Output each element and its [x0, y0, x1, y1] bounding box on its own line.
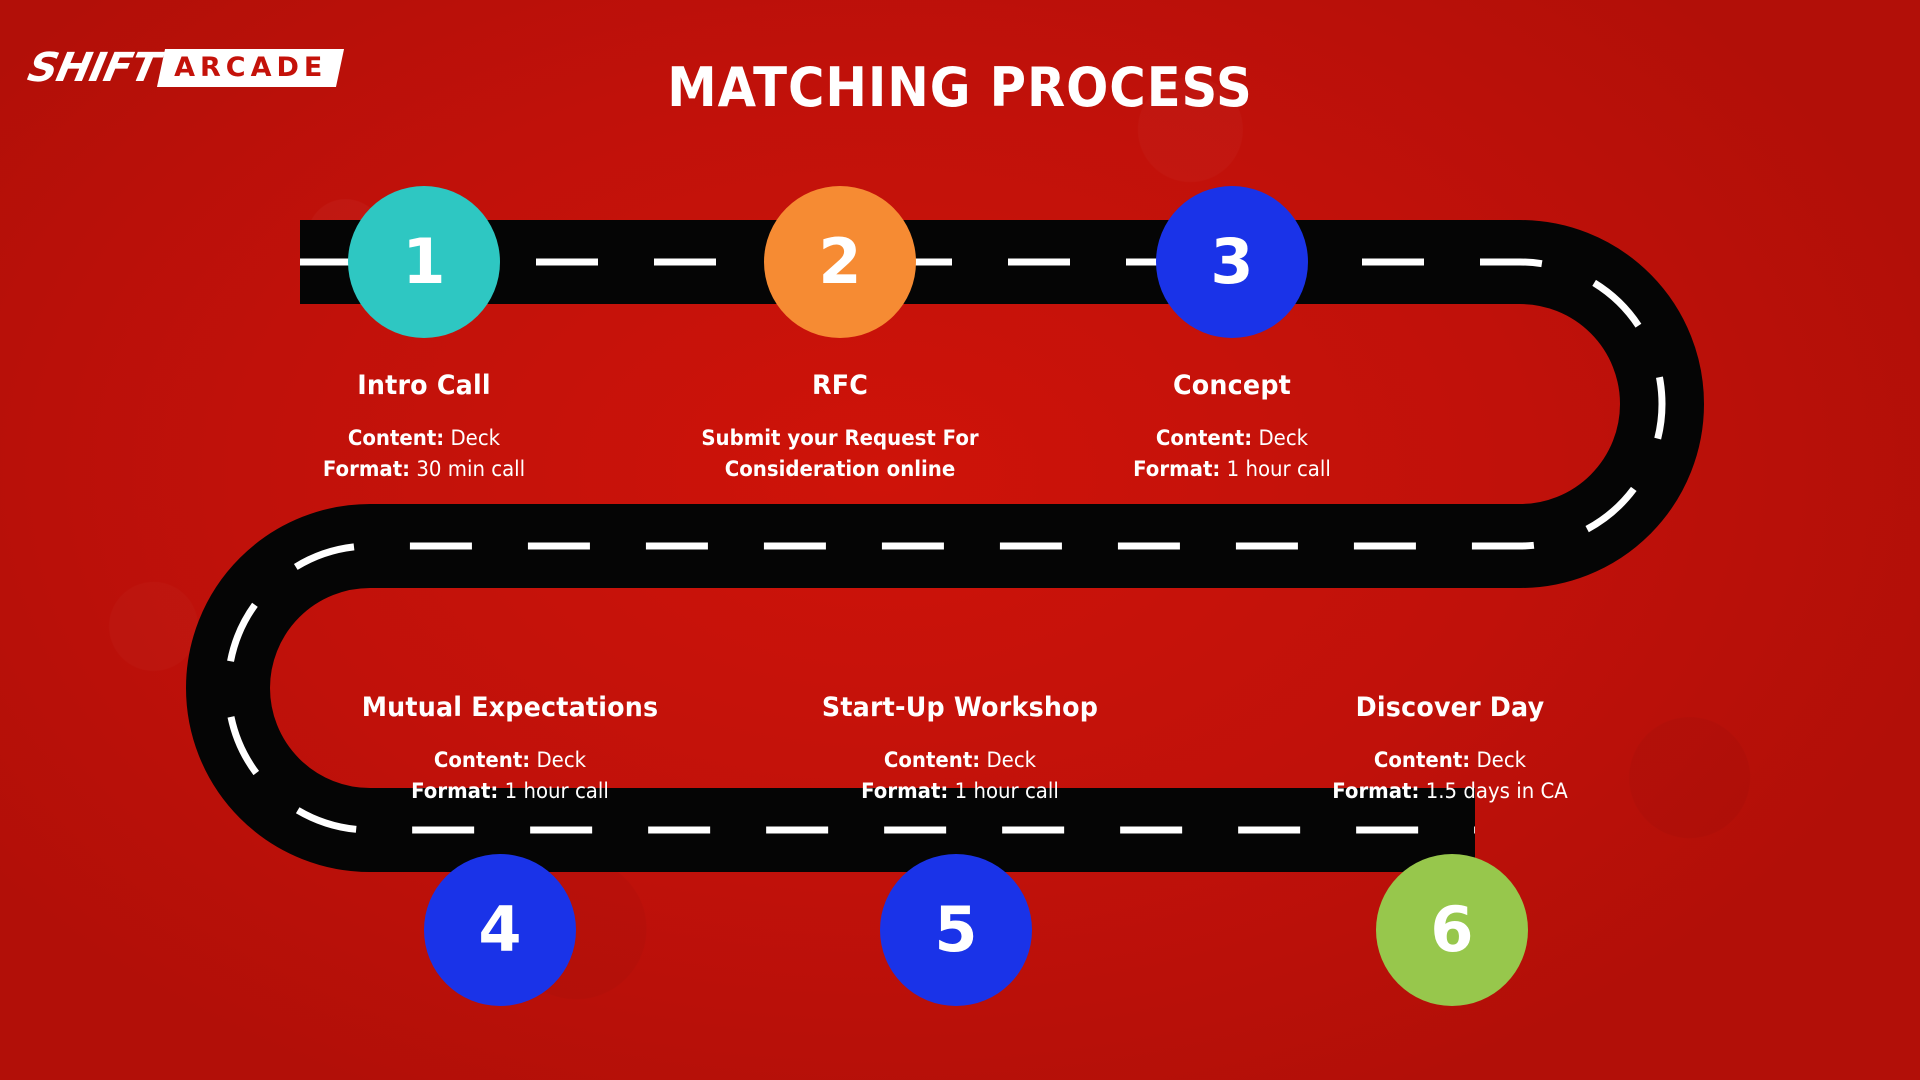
- step-number-2: 2: [818, 225, 862, 298]
- step-number-3: 3: [1210, 225, 1254, 298]
- format-label-6: Format:: [1332, 778, 1420, 803]
- page-title: MATCHING PROCESS: [667, 56, 1253, 119]
- step-details-6: Content: Deck Format: 1.5 days in CA: [1240, 745, 1660, 806]
- step-format-line-5: Format: 1 hour call: [763, 776, 1158, 807]
- step-content-line-4: Content: Deck: [313, 745, 708, 776]
- content-value-5: Deck: [986, 748, 1037, 772]
- step-content-line-1: Content: Deck: [236, 423, 612, 454]
- content-value-6: Deck: [1476, 748, 1527, 772]
- step-title-5: Start-Up Workshop: [821, 692, 1099, 723]
- step-title-6: Discover Day: [1355, 692, 1545, 723]
- step-text-2: RFC Submit your Request For Consideratio…: [640, 370, 1040, 484]
- content-label-6: Content:: [1373, 748, 1471, 772]
- step-number-4: 4: [478, 893, 522, 966]
- step-details-2: Submit your Request For Consideration on…: [640, 423, 1040, 484]
- step-number-1: 1: [402, 225, 446, 298]
- step-description-line-1-2: Submit your Request For: [701, 426, 979, 450]
- format-value-1: 30 min call: [416, 456, 526, 481]
- format-value-6: 1.5 days in CA: [1425, 778, 1568, 803]
- format-value-4: 1 hour call: [504, 778, 609, 803]
- step-description-line-2-2: Consideration online: [724, 456, 956, 481]
- step-text-6: Discover Day Content: Deck Format: 1.5 d…: [1240, 692, 1660, 806]
- step-details-4: Content: Deck Format: 1 hour call: [300, 745, 720, 806]
- step-details-3: Content: Deck Format: 1 hour call: [1032, 423, 1432, 484]
- step-circle-6[interactable]: 6: [1376, 854, 1528, 1006]
- step-number-5: 5: [934, 893, 978, 966]
- step-text-4: Mutual Expectations Content: Deck Format…: [300, 692, 720, 806]
- format-label-5: Format:: [861, 778, 949, 803]
- step-text-5: Start-Up Workshop Content: Deck Format: …: [750, 692, 1170, 806]
- step-content-line-6: Content: Deck: [1253, 745, 1648, 776]
- content-value-4: Deck: [536, 748, 587, 772]
- step-circle-3[interactable]: 3: [1156, 186, 1308, 338]
- step-circle-2[interactable]: 2: [764, 186, 916, 338]
- content-label-4: Content:: [433, 748, 531, 772]
- content-label-3: Content:: [1155, 426, 1253, 450]
- step-title-2: RFC: [811, 370, 869, 401]
- content-label-5: Content:: [883, 748, 981, 772]
- step-text-3: Concept Content: Deck Format: 1 hour cal…: [1032, 370, 1432, 484]
- step-title-1: Intro Call: [357, 370, 491, 401]
- step-format-line-1: Format: 30 min call: [236, 454, 612, 485]
- step-details-1: Content: Deck Format: 30 min call: [224, 423, 624, 484]
- step-circle-1[interactable]: 1: [348, 186, 500, 338]
- format-value-3: 1 hour call: [1226, 456, 1331, 481]
- step-details-5: Content: Deck Format: 1 hour call: [750, 745, 1170, 806]
- format-label-4: Format:: [411, 778, 499, 803]
- step-format-line-3: Format: 1 hour call: [1044, 454, 1420, 485]
- content-label-1: Content:: [347, 426, 445, 450]
- step-text-1: Intro Call Content: Deck Format: 30 min …: [224, 370, 624, 484]
- step-circle-5[interactable]: 5: [880, 854, 1032, 1006]
- step-format-line-6: Format: 1.5 days in CA: [1253, 776, 1648, 807]
- step-title-4: Mutual Expectations: [361, 692, 659, 723]
- content-value-1: Deck: [450, 426, 501, 450]
- step-content-line-5: Content: Deck: [763, 745, 1158, 776]
- step-circle-4[interactable]: 4: [424, 854, 576, 1006]
- format-label-3: Format:: [1133, 456, 1221, 481]
- format-label-1: Format:: [322, 456, 411, 481]
- step-number-6: 6: [1430, 893, 1474, 966]
- step-title-3: Concept: [1172, 370, 1291, 401]
- content-value-3: Deck: [1258, 426, 1309, 450]
- step-format-line-4: Format: 1 hour call: [313, 776, 708, 807]
- step-content-line-3: Content: Deck: [1044, 423, 1420, 454]
- format-value-5: 1 hour call: [954, 778, 1059, 803]
